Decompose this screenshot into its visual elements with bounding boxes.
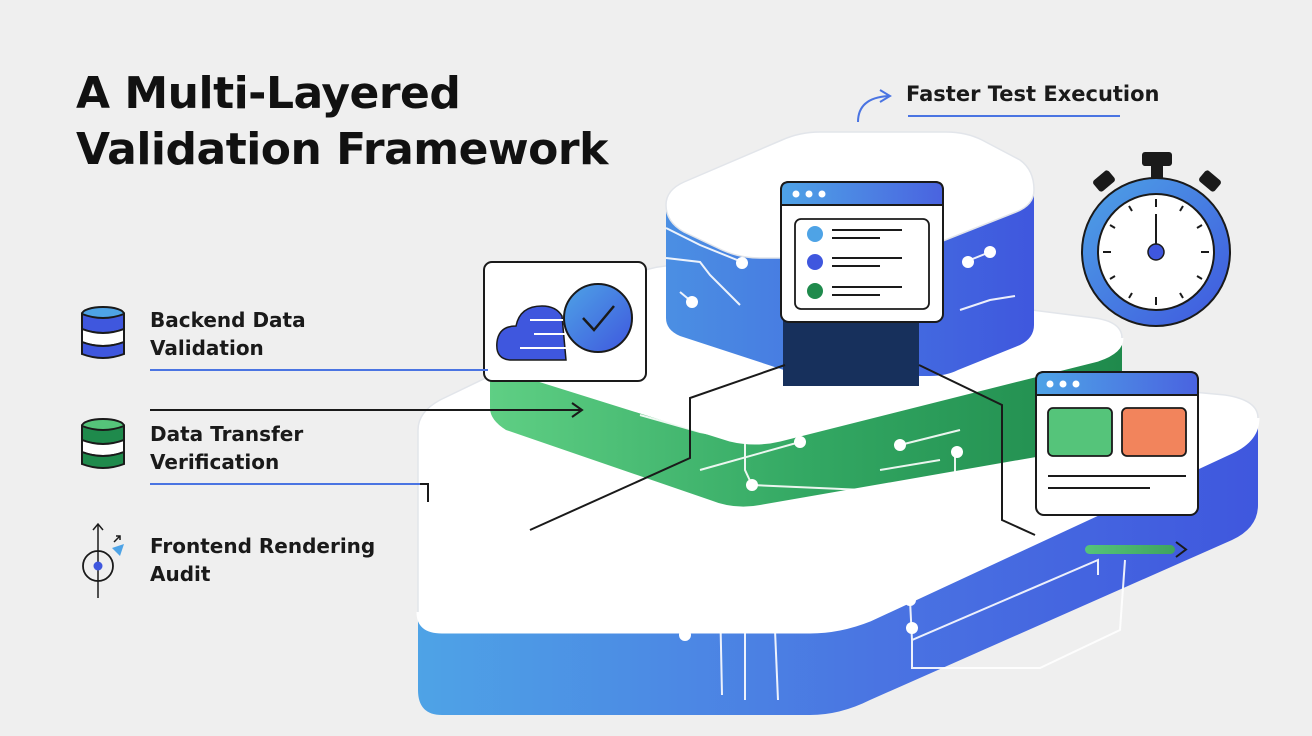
backend-list-window — [780, 181, 944, 323]
middle-circuit-nodes — [746, 436, 963, 499]
callout-arrow — [857, 89, 1120, 123]
legend-label-frontend: Frontend Rendering Audit — [150, 532, 375, 588]
legend-item-frontend: Frontend Rendering Audit — [78, 522, 438, 598]
database-green-icon — [81, 418, 125, 469]
cursor-target-icon — [82, 522, 124, 598]
checkmark-circle-icon — [563, 283, 633, 353]
stopwatch-icon — [1081, 152, 1231, 327]
faster-test-execution-label: Faster Test Execution — [906, 82, 1160, 106]
legend-transfer-line-2: Verification — [150, 450, 280, 474]
cloud-icon — [496, 305, 567, 361]
bottom-circuit-nodes — [584, 574, 918, 641]
connector-wires — [150, 364, 1036, 536]
database-blue-icon — [81, 306, 125, 359]
top-circuit-traces — [665, 227, 1016, 311]
legend-rules — [150, 369, 488, 485]
page-title: A Multi-Layered Validation Framework — [76, 66, 636, 178]
legend-transfer-line-1: Data Transfer — [150, 422, 304, 446]
legend-item-transfer: Data Transfer Verification — [78, 418, 438, 488]
cloud-check-card — [483, 261, 647, 382]
progress-arrow — [1085, 541, 1188, 558]
legend-label-transfer: Data Transfer Verification — [150, 420, 303, 476]
top-circuit-nodes — [686, 246, 996, 308]
legend-label-backend: Backend Data Validation — [150, 306, 306, 362]
legend-item-backend: Backend Data Validation — [78, 304, 438, 374]
legend-backend-line-1: Backend Data — [150, 308, 306, 332]
title-line-2: Validation Framework — [76, 124, 608, 175]
frontend-preview-window — [1035, 371, 1199, 516]
legend-frontend-line-2: Audit — [150, 562, 211, 586]
legend-frontend-line-1: Frontend Rendering — [150, 534, 376, 558]
legend-backend-line-2: Validation — [150, 336, 264, 360]
title-line-1: A Multi-Layered — [76, 68, 461, 119]
